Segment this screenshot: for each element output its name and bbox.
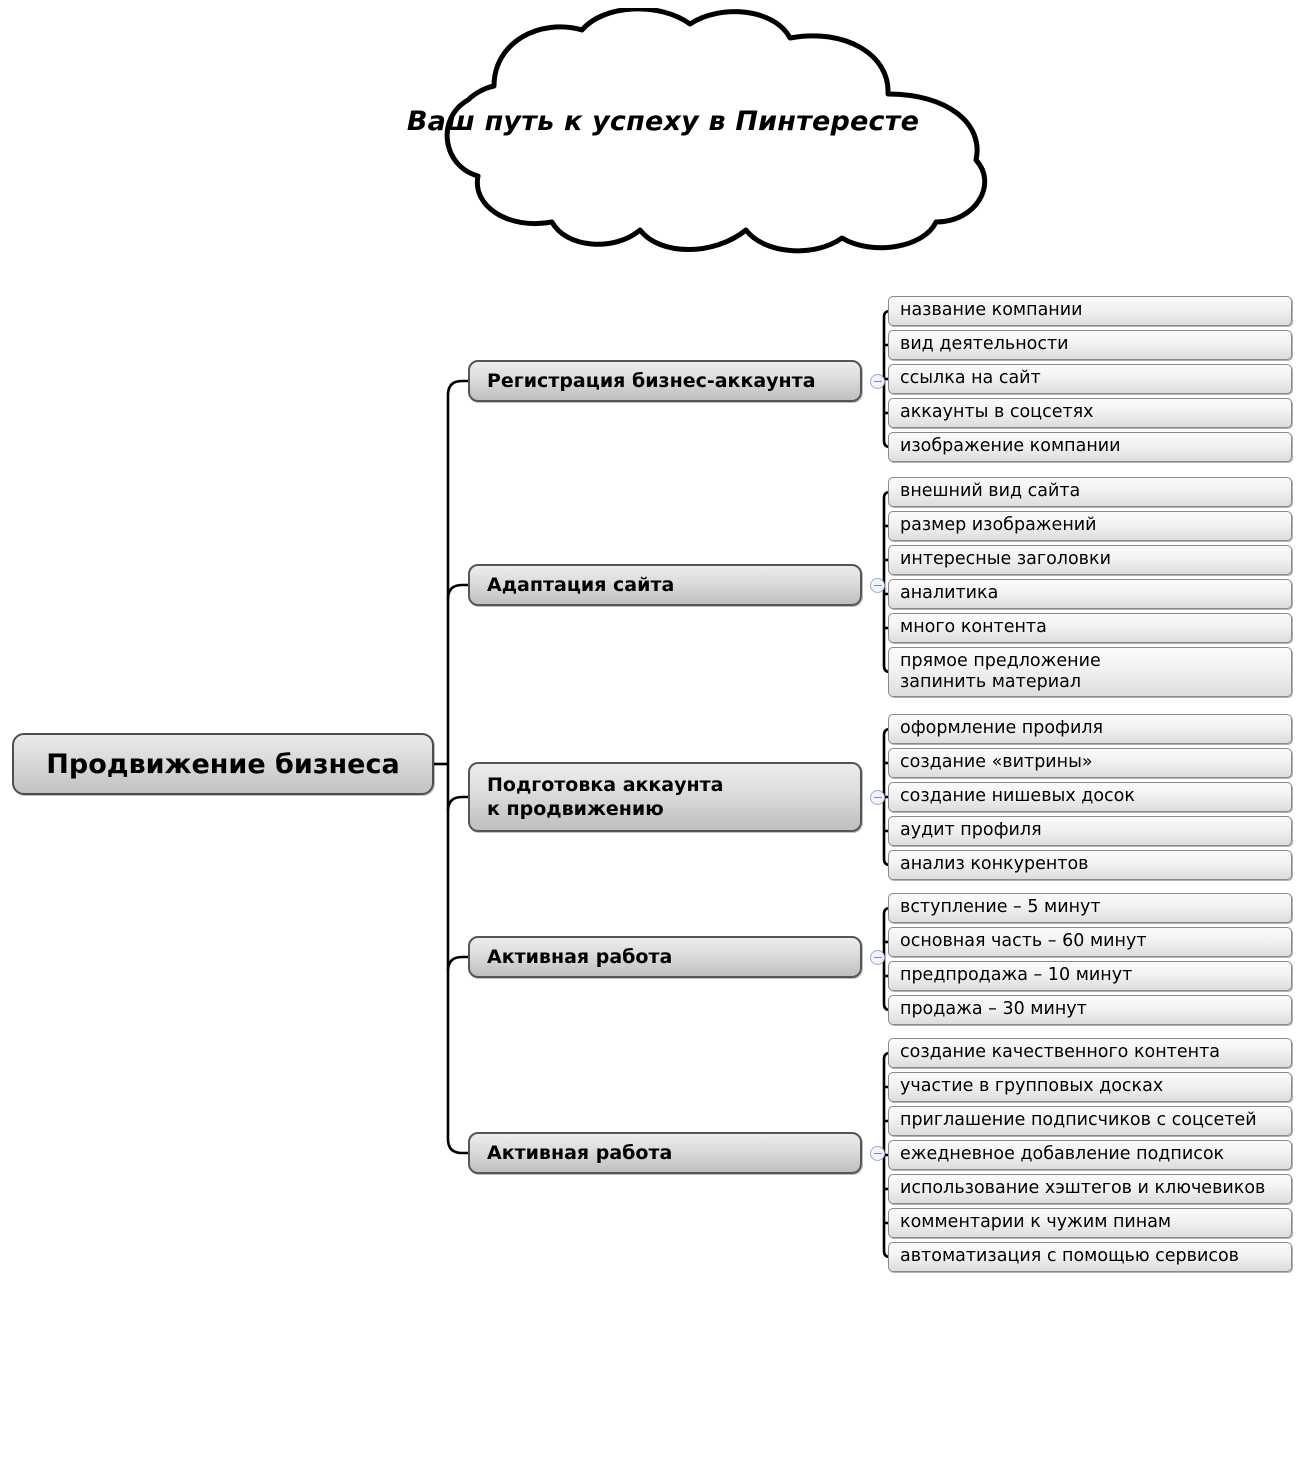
leaf-node-label: продажа – 30 минут xyxy=(900,999,1087,1020)
branch-node-3[interactable]: Подготовка аккаунта к продвижению xyxy=(468,762,862,832)
branch-node-label: Адаптация сайта xyxy=(487,573,675,596)
leaf-node[interactable]: создание «витрины» xyxy=(888,748,1292,778)
branch-node-label: Активная работа xyxy=(487,945,673,968)
leaf-node-label: создание качественного контента xyxy=(900,1042,1220,1063)
leaf-node-label: интересные заголовки xyxy=(900,549,1111,570)
minus-circle-icon[interactable] xyxy=(870,789,885,805)
cloud-title-text: Ваш путь к успеху в Пинтересте xyxy=(406,105,920,137)
leaf-node[interactable]: автоматизация с помощью сервисов xyxy=(888,1242,1292,1272)
leaf-node[interactable]: создание нишевых досок xyxy=(888,782,1292,812)
leaf-node[interactable]: ежедневное добавление подписок xyxy=(888,1140,1292,1170)
leaf-node[interactable]: изображение компании xyxy=(888,432,1292,462)
leaf-node[interactable]: интересные заголовки xyxy=(888,545,1292,575)
leaf-node-label: ежедневное добавление подписок xyxy=(900,1144,1225,1165)
leaf-node-label: вид деятельности xyxy=(900,334,1069,355)
leaf-node-label: внешний вид сайта xyxy=(900,481,1081,502)
leaf-node-label: предпродажа – 10 минут xyxy=(900,965,1133,986)
minus-circle-icon[interactable] xyxy=(870,373,885,389)
leaf-node-label: много контента xyxy=(900,617,1047,638)
title-cloud: Ваш путь к успеху в Пинтересте xyxy=(308,8,1018,256)
leaf-node[interactable]: название компании xyxy=(888,296,1292,326)
leaf-node[interactable]: предпродажа – 10 минут xyxy=(888,961,1292,991)
leaf-node-label: прямое предложение запинить материал xyxy=(900,650,1101,692)
leaf-node[interactable]: участие в групповых досках xyxy=(888,1072,1292,1102)
minus-circle-icon[interactable] xyxy=(870,949,885,965)
leaf-node[interactable]: оформление профиля xyxy=(888,714,1292,744)
leaf-node[interactable]: комментарии к чужим пинам xyxy=(888,1208,1292,1238)
leaf-node[interactable]: ссылка на сайт xyxy=(888,364,1292,394)
leaf-node[interactable]: создание качественного контента xyxy=(888,1038,1292,1068)
leaf-node-label: использование хэштегов и ключевиков xyxy=(900,1178,1266,1199)
branch-node-1[interactable]: Регистрация бизнес-аккаунта xyxy=(468,360,862,402)
leaf-node[interactable]: основная часть – 60 минут xyxy=(888,927,1292,957)
leaf-node-label: приглашение подписчиков с соцсетей xyxy=(900,1110,1257,1131)
leaf-node-label: оформление профиля xyxy=(900,718,1104,739)
leaf-node-label: изображение компании xyxy=(900,436,1121,457)
branch-node-label: Активная работа xyxy=(487,1141,673,1164)
leaf-node-label: комментарии к чужим пинам xyxy=(900,1212,1172,1233)
leaf-node-label: ссылка на сайт xyxy=(900,368,1041,389)
leaf-node-label: название компании xyxy=(900,300,1083,321)
leaf-node-label: участие в групповых досках xyxy=(900,1076,1164,1097)
leaf-node-label: вступление – 5 минут xyxy=(900,897,1101,918)
leaf-node[interactable]: аккаунты в соцсетях xyxy=(888,398,1292,428)
leaf-node[interactable]: вступление – 5 минут xyxy=(888,893,1292,923)
leaf-node-label: создание нишевых досок xyxy=(900,786,1135,807)
leaf-node[interactable]: аудит профиля xyxy=(888,816,1292,846)
leaf-node[interactable]: внешний вид сайта xyxy=(888,477,1292,507)
leaf-node[interactable]: анализ конкурентов xyxy=(888,850,1292,880)
leaf-node[interactable]: аналитика xyxy=(888,579,1292,609)
leaf-node[interactable]: много контента xyxy=(888,613,1292,643)
cloud-shape-icon xyxy=(444,8,988,254)
leaf-node[interactable]: вид деятельности xyxy=(888,330,1292,360)
leaf-node[interactable]: прямое предложение запинить материал xyxy=(888,647,1292,697)
leaf-node-label: размер изображений xyxy=(900,515,1097,536)
minus-circle-icon[interactable] xyxy=(870,577,885,593)
leaf-node-label: основная часть – 60 минут xyxy=(900,931,1147,952)
branch-node-label: Регистрация бизнес-аккаунта xyxy=(487,369,816,392)
branch-node-2[interactable]: Адаптация сайта xyxy=(468,564,862,606)
leaf-node-label: аудит профиля xyxy=(900,820,1042,841)
leaf-node-label: создание «витрины» xyxy=(900,752,1093,773)
leaf-node-label: аналитика xyxy=(900,583,999,604)
root-node[interactable]: Продвижение бизнеса xyxy=(12,733,434,795)
branch-node-4[interactable]: Активная работа xyxy=(468,936,862,978)
leaf-node-label: автоматизация с помощью сервисов xyxy=(900,1246,1239,1267)
leaf-node[interactable]: использование хэштегов и ключевиков xyxy=(888,1174,1292,1204)
branch-node-label: Подготовка аккаунта к продвижению xyxy=(487,773,724,820)
leaf-node-label: анализ конкурентов xyxy=(900,854,1089,875)
leaf-node[interactable]: продажа – 30 минут xyxy=(888,995,1292,1025)
root-node-label: Продвижение бизнеса xyxy=(46,748,400,780)
branch-node-5[interactable]: Активная работа xyxy=(468,1132,862,1174)
leaf-node[interactable]: приглашение подписчиков с соцсетей xyxy=(888,1106,1292,1136)
leaf-node-label: аккаунты в соцсетях xyxy=(900,402,1094,423)
leaf-node[interactable]: размер изображений xyxy=(888,511,1292,541)
minus-circle-icon[interactable] xyxy=(870,1145,885,1161)
